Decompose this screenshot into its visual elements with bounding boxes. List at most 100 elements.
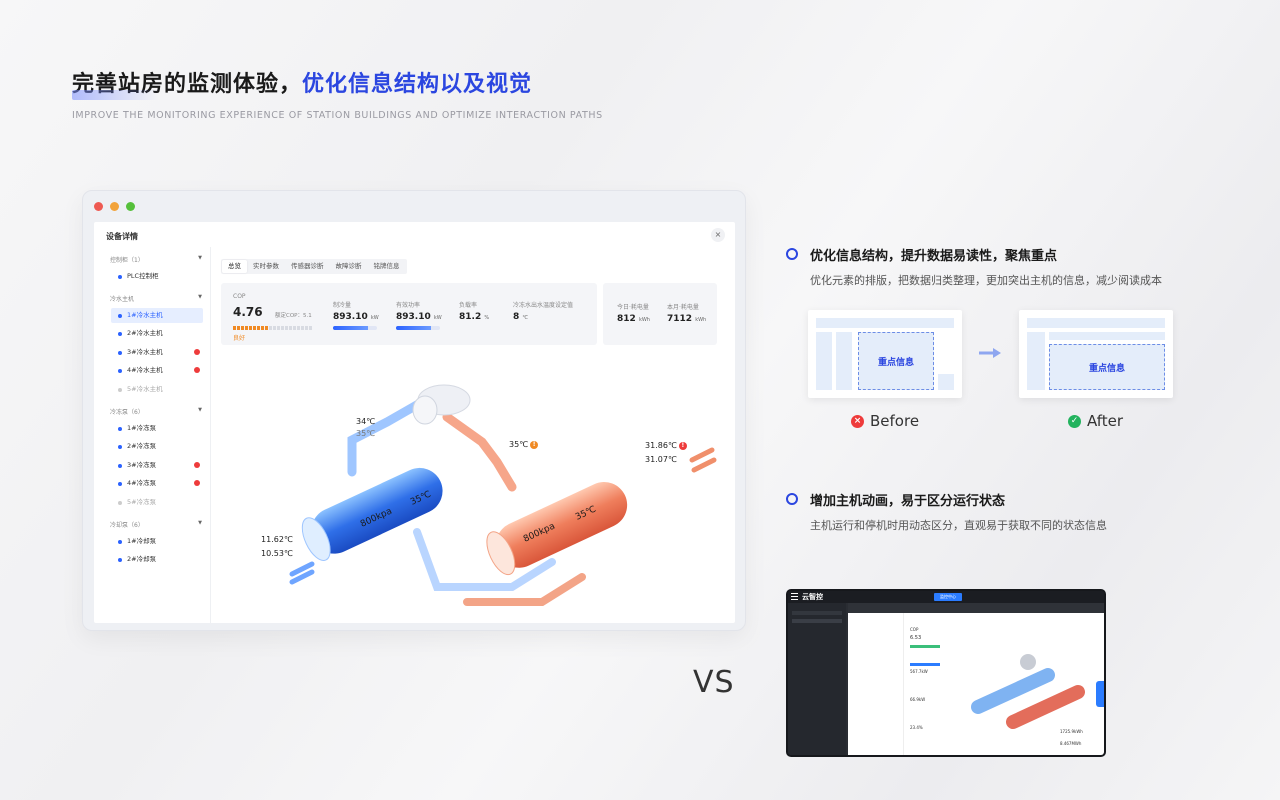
sidebar-item[interactable]: 2#冷水主机 [111,326,203,341]
menu-icon [791,593,798,594]
panel-title: 设备详情 [106,232,138,241]
sidebar-item[interactable]: 1#冷水主机 [111,307,203,323]
hero-title-accent: 优化信息结构以及视觉 [302,72,533,97]
sidebar-group[interactable]: 控制柜（1）▼ [110,255,202,264]
sidebar-item-label: 5#冷冻泵 [127,498,157,506]
caret-down-icon[interactable]: ▼ [198,406,202,413]
energy-value-1: 7112 kWh [667,314,707,324]
cop-segment [233,326,236,330]
detail-tab[interactable]: 传感器诊断 [291,262,324,270]
old-readout-1: 567.7kW [910,669,928,674]
cop-segment [301,326,304,330]
old-ui-screenshot: 云智控 监控中心 COP 6.53 567.7kW 66.9kW 23.4% 1… [786,589,1106,757]
error-circle-icon: × [851,414,864,428]
caret-down-icon[interactable]: ▼ [198,293,202,300]
vs-label: VS [693,665,735,700]
detail-tab[interactable]: 总览 [222,260,247,273]
detail-tabs: 总览实时参数 传感器诊断 故障诊断 铭牌信息 [221,259,407,274]
old-readout-3: 23.4% [910,725,923,730]
sidebar-group[interactable]: 冷水主机▼ [110,293,202,303]
window-minimize-dot[interactable] [110,202,119,211]
old-cop-label: COP [910,627,919,632]
caret-down-icon[interactable]: ▼ [198,255,202,261]
chiller-diagram: 800kpa 35℃ 800kpa 35℃ [289,384,717,606]
old-ui-topbar: 云智控 监控中心 [788,591,1104,603]
detail-tab[interactable]: 实时参数 [253,262,279,270]
left-temp-1: 11.62℃ [261,535,293,544]
sidebar-item[interactable]: 3#冷冻泵 [111,458,203,473]
sidebar-item[interactable]: 1#冷冻泵 [111,421,203,436]
sidebar-item[interactable]: 1#冷却泵 [111,534,203,549]
panel-close-button[interactable]: × [711,228,725,242]
sidebar-item[interactable]: 4#冷水主机 [111,363,203,378]
sidebar-item-label: 1#冷却泵 [127,536,157,545]
old-cop-value: 6.53 [910,635,922,641]
condenser-cylinder [486,482,628,576]
alert-badge-icon [194,461,200,468]
cop-label: COP [233,293,246,300]
status-dot-icon [118,313,122,318]
sidebar-item-label: 2#冷冻泵 [127,442,157,451]
cop-segment [261,326,264,330]
status-dot-icon [118,558,122,563]
cop-segment [289,326,292,330]
before-label: ×Before [851,412,919,430]
cop-segment [273,326,276,330]
title-underline-decoration [72,90,160,100]
sidebar-item[interactable]: 4#冷冻泵 [111,476,203,491]
sidebar-item-label: 3#冷水主机 [127,347,163,356]
old-energy-1: 1725.9kWh [1060,729,1083,734]
old-side-toolbar[interactable] [1096,681,1104,707]
sidebar-item[interactable]: 2#冷却泵 [111,552,203,567]
alert-badge-icon [194,480,200,487]
old-energy-2: 8.467MWh [1060,741,1082,746]
top-temp-2: 35℃ [356,429,376,438]
old-ui-active-nav[interactable]: 监控中心 [934,593,962,601]
sidebar-item[interactable]: PLC控制柜 [111,269,203,284]
device-detail-window: 设备详情 × 控制柜（1）▼ PLC控制柜冷水主机▼ 1#冷水主机 2#冷水主机 3#冷… [82,190,746,631]
sidebar-group[interactable]: 冷却泵（6）▼ [110,519,202,529]
metric-label-2: 负载率 [459,302,478,309]
detail-tab[interactable]: 故障诊断 [335,262,362,270]
sidebar-item[interactable]: 3#冷水主机 [111,345,203,360]
sidebar-item[interactable]: 5#冷冻泵 [111,495,203,510]
status-dot-icon [118,275,122,279]
bullet-ring-icon [786,493,798,505]
sidebar-item-label: PLC控制柜 [127,272,159,280]
cop-segment [277,326,280,330]
rated-cop: 额定COP：5.1 [275,313,312,319]
cop-segment [253,326,256,330]
metric-bar-0 [333,326,377,330]
status-dot-icon [118,501,122,505]
cop-segment [241,326,244,330]
caret-down-icon[interactable]: ▼ [198,519,202,526]
sidebar-group[interactable]: 冷冻泵（6）▼ [110,406,202,416]
metric-label-0: 制冷量 [333,302,352,309]
sidebar-item[interactable]: 5#冷水主机 [111,382,203,397]
sidebar-item[interactable]: 2#冷冻泵 [111,439,203,454]
detail-tab[interactable]: 铭牌信息 [373,262,400,270]
right-temp-2: 31.07℃ [645,455,677,464]
feature-1-title: 优化信息结构，提升数据易读性，聚焦重点 [810,249,1058,264]
evaporator-cylinder [301,467,443,561]
window-maximize-dot[interactable] [126,202,135,211]
old-ui-content: COP 6.53 567.7kW 66.9kW 23.4% 1725.9kWh … [848,613,1104,755]
metric-label-3: 冷冻水出水温度设定值 [513,302,574,309]
old-readout-2: 66.9kW [910,697,926,702]
sidebar-item-label: 2#冷水主机 [127,329,163,338]
metrics-card: COP 4.76 额定COP：5.1 良好 制冷量 893.10 kW 有效功率… [221,283,597,345]
status-dot-icon [118,539,122,544]
cop-segment [297,326,300,330]
cop-status: 良好 [233,335,246,342]
feature-2-title: 增加主机动画，易于区分运行状态 [810,494,1006,509]
sidebar-item-label: 1#冷水主机 [127,310,163,319]
cop-value: 4.76 [233,305,263,319]
status-dot-icon [118,482,122,487]
window-close-dot[interactable] [94,202,103,211]
cop-segment [305,326,308,330]
sidebar-item-label: 5#冷水主机 [127,385,163,393]
sidebar-item-label: 3#冷冻泵 [127,460,157,469]
status-dot-icon [118,369,122,374]
cop-level-meter [233,326,312,330]
hero-subtitle: IMPROVE THE MONITORING EXPERIENCE OF STA… [72,110,603,121]
